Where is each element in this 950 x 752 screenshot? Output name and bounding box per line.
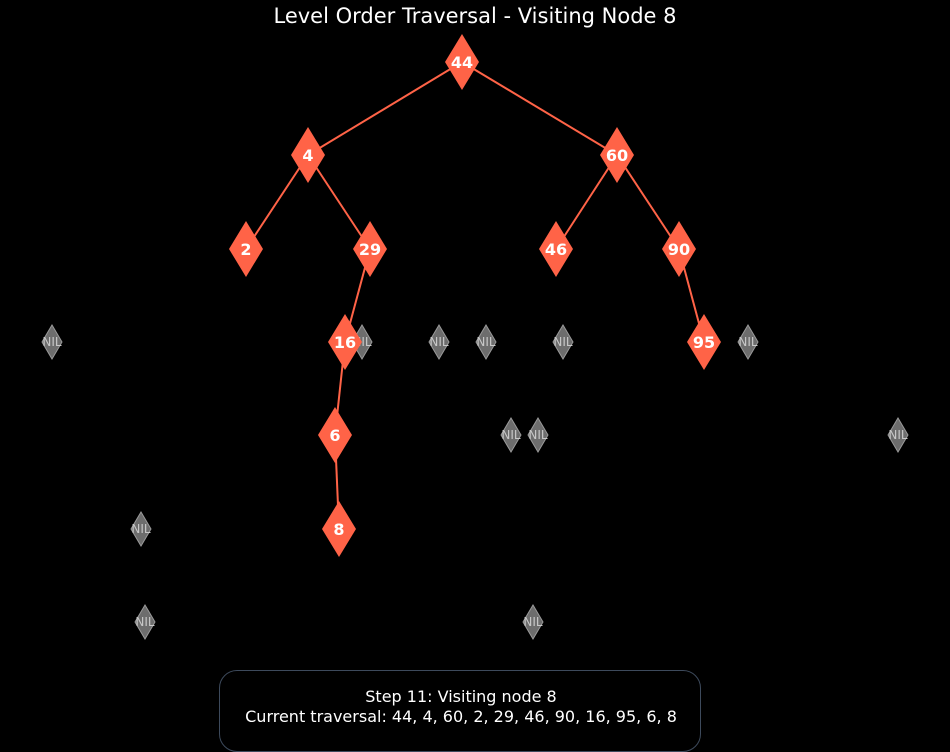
nil-node-label: NIL	[429, 335, 449, 349]
tree-edge	[307, 61, 463, 156]
tree-node-label: 16	[334, 333, 356, 352]
tree-node-label: 90	[668, 240, 690, 259]
tree-diagram: NILNILNILNILNILNILNILNILNILNILNILNIL 444…	[41, 34, 909, 640]
status-traversal-text: Current traversal: 44, 4, 60, 2, 29, 46,…	[245, 707, 677, 726]
tree-node-label: 6	[329, 426, 340, 445]
nil-node-shape	[552, 324, 574, 360]
nil-node: NIL	[500, 417, 522, 453]
tree-node-label: 2	[240, 240, 251, 259]
nil-node-shape	[522, 604, 544, 640]
nil-node-label: NIL	[528, 428, 548, 442]
tree-node: 4	[291, 127, 325, 183]
tree-node-shape	[662, 221, 696, 277]
nil-node-shape	[887, 417, 909, 453]
tree-edge	[245, 154, 309, 250]
tree-edge	[616, 154, 680, 250]
tree-node-label: 8	[333, 520, 344, 539]
tree-node-label: 44	[451, 53, 473, 72]
tree-node: 46	[539, 221, 573, 277]
nil-node-label: NIL	[476, 335, 496, 349]
tree-node-shape	[539, 221, 573, 277]
nil-node-shape	[500, 417, 522, 453]
tree-node: 6	[318, 407, 352, 463]
nil-node-label: NIL	[42, 335, 62, 349]
tree-node: 8	[322, 501, 356, 557]
tree-edge	[555, 154, 618, 250]
tree-node-shape	[318, 407, 352, 463]
nil-node: NIL	[522, 604, 544, 640]
tree-node-shape	[291, 127, 325, 183]
tree-node-label: 60	[606, 146, 628, 165]
nil-node-shape	[527, 417, 549, 453]
nil-node: NIL	[475, 324, 497, 360]
nil-node-label: NIL	[523, 615, 543, 629]
tree-node: 60	[600, 127, 634, 183]
tree-node: 44	[445, 34, 479, 90]
status-step-text: Step 11: Visiting node 8	[365, 687, 557, 706]
tree-node-label: 95	[693, 333, 715, 352]
nil-node-shape	[428, 324, 450, 360]
nil-node-label: NIL	[553, 335, 573, 349]
tree-node-label: 4	[302, 146, 313, 165]
nil-node: NIL	[428, 324, 450, 360]
tree-node: 29	[353, 221, 387, 277]
nil-node-label: NIL	[738, 335, 758, 349]
nil-node: NIL	[130, 511, 152, 547]
nil-node-shape	[475, 324, 497, 360]
tree-node-shape	[322, 501, 356, 557]
nil-node: NIL	[552, 324, 574, 360]
nil-node-shape	[130, 511, 152, 547]
tree-edge	[307, 154, 371, 250]
nil-node-shape	[737, 324, 759, 360]
nil-node-label: NIL	[501, 428, 521, 442]
nil-node: NIL	[134, 604, 156, 640]
nil-node-label: NIL	[135, 615, 155, 629]
nil-nodes: NILNILNILNILNILNILNILNILNILNILNILNIL	[41, 324, 909, 640]
nil-node: NIL	[41, 324, 63, 360]
tree-node: 90	[662, 221, 696, 277]
nil-node-shape	[41, 324, 63, 360]
tree-node-label: 29	[359, 240, 381, 259]
status-box: Step 11: Visiting node 8 Current travers…	[219, 670, 701, 752]
tree-node-shape	[229, 221, 263, 277]
tree-edge	[461, 61, 618, 156]
tree-node-shape	[353, 221, 387, 277]
tree-node-shape	[600, 127, 634, 183]
nil-node: NIL	[737, 324, 759, 360]
tree-node: 95	[687, 314, 721, 370]
nil-node-shape	[134, 604, 156, 640]
nil-node: NIL	[887, 417, 909, 453]
tree-edges	[245, 61, 705, 530]
nil-node: NIL	[527, 417, 549, 453]
tree-node: 16	[328, 314, 362, 370]
tree-node-shape	[687, 314, 721, 370]
tree-node-label: 46	[545, 240, 567, 259]
nil-node-label: NIL	[131, 522, 151, 536]
tree-node-shape	[328, 314, 362, 370]
nil-node-label: NIL	[888, 428, 908, 442]
tree-node: 2	[229, 221, 263, 277]
diagram-title: Level Order Traversal - Visiting Node 8	[273, 4, 677, 28]
tree-node-shape	[445, 34, 479, 90]
